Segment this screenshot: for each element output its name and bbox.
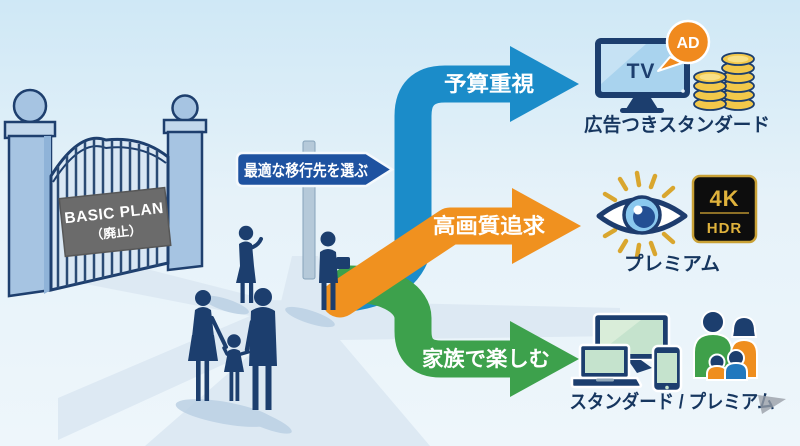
destination-label-ad-standard: 広告つきスタンダード [584, 113, 770, 136]
badge-hdr-label: HDR [707, 220, 743, 237]
gate-right-pillar [166, 130, 204, 272]
destination-ad-standard: TV AD 広告つきスタンダード [584, 19, 770, 136]
gate-left-pillar-cap [3, 120, 57, 140]
person-child [222, 334, 250, 401]
branch-arrows: 予算重視 高画質追求 家族で楽しむ [321, 46, 581, 397]
family-child-orange [706, 353, 728, 381]
branch-budget-label: 予算重視 [444, 72, 534, 96]
gate-sign-line2: （廃止） [89, 222, 142, 242]
eye-rays [602, 170, 676, 260]
tv-screen-label: TV [627, 60, 656, 83]
person-man-briefcase [319, 231, 350, 310]
gate-right-pillar-cap [162, 118, 208, 135]
destination-standard-premium: スタンダード / プレミアム [570, 310, 775, 413]
crossroads [55, 256, 620, 446]
signpost: 最適な移行先を選ぶ [235, 140, 395, 280]
people-silhouettes [188, 225, 350, 410]
family-icon [693, 310, 758, 381]
destination-label-premium: プレミアム [624, 252, 720, 275]
devices-icon [570, 312, 683, 393]
watermark-triangle [758, 395, 786, 414]
gate: BASIC PLAN （廃止） [3, 88, 208, 298]
gate-left-finial [12, 88, 48, 124]
badge-4k-hdr-icon: 4K HDR [691, 174, 758, 244]
signpost-label: 最適な移行先を選ぶ [244, 161, 368, 180]
figure-shadows [175, 295, 335, 434]
tv-icon: TV [595, 38, 690, 113]
laptop-icon [570, 343, 643, 389]
eye-icon [596, 170, 688, 260]
destination-premium: 4K HDR プレミアム [596, 170, 758, 275]
smartphone-icon [651, 344, 683, 393]
family-child-blue [724, 349, 748, 381]
gate-left-pillar-shade [44, 136, 51, 294]
gate-sign: BASIC PLAN （廃止） [58, 186, 172, 258]
gate-inner-arch [52, 145, 167, 183]
person-father [244, 288, 277, 410]
badge-4k-label: 4K [709, 186, 739, 211]
ad-badge-label: AD [676, 35, 699, 52]
gate-right-finial [171, 94, 199, 122]
ad-badge-icon: AD [657, 19, 711, 72]
coins-icon [693, 52, 755, 111]
briefcase [336, 257, 350, 269]
signpost-board [235, 151, 395, 188]
person-mother [188, 290, 228, 401]
person-woman-gesturing [236, 225, 263, 303]
branch-family-label: 家族で楽しむ [422, 347, 550, 371]
branch-quality-label: 高画質追求 [433, 214, 545, 238]
branch-quality-arrow [321, 188, 581, 318]
destination-label-standard-premium: スタンダード / プレミアム [570, 390, 775, 413]
